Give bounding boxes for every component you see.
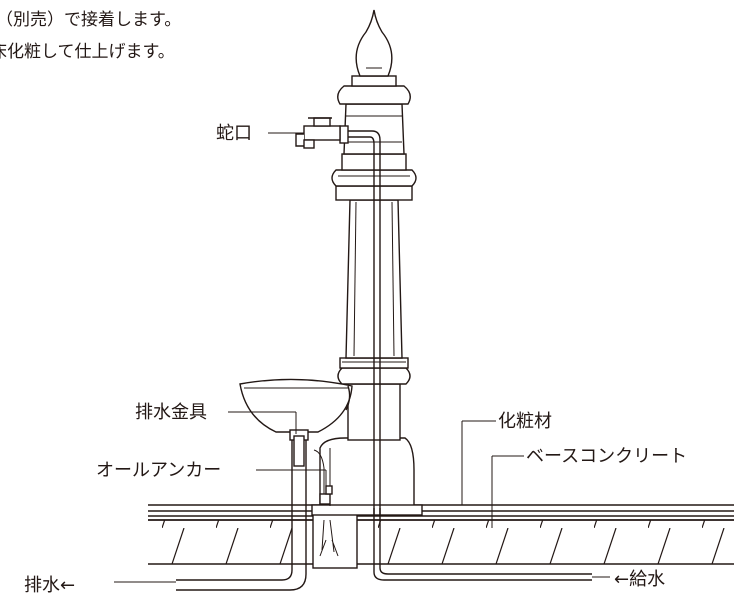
note-line-1: （別売）で接着します。	[0, 10, 181, 30]
faucet	[295, 117, 341, 149]
base-concrete-label: ベースコンクリート	[526, 446, 687, 467]
leader-lines	[114, 132, 610, 583]
base-concrete-slab	[148, 519, 734, 565]
anchor-pit	[312, 511, 358, 569]
finish-material-label: 化粧材	[498, 411, 552, 432]
faucet-label: 蛇口	[216, 123, 252, 144]
anchor-label: オールアンカー	[96, 460, 221, 481]
basin	[239, 378, 353, 433]
drain-label: 排水←	[24, 575, 75, 596]
note-line-2: 床化粧して仕上げます。	[0, 42, 175, 62]
water-supply-label: ←給水	[614, 569, 665, 590]
drain-fitting-label: 排水金具	[135, 402, 207, 423]
supply-pipe	[339, 125, 592, 581]
floor	[148, 504, 734, 521]
drain-pipe	[176, 429, 333, 591]
